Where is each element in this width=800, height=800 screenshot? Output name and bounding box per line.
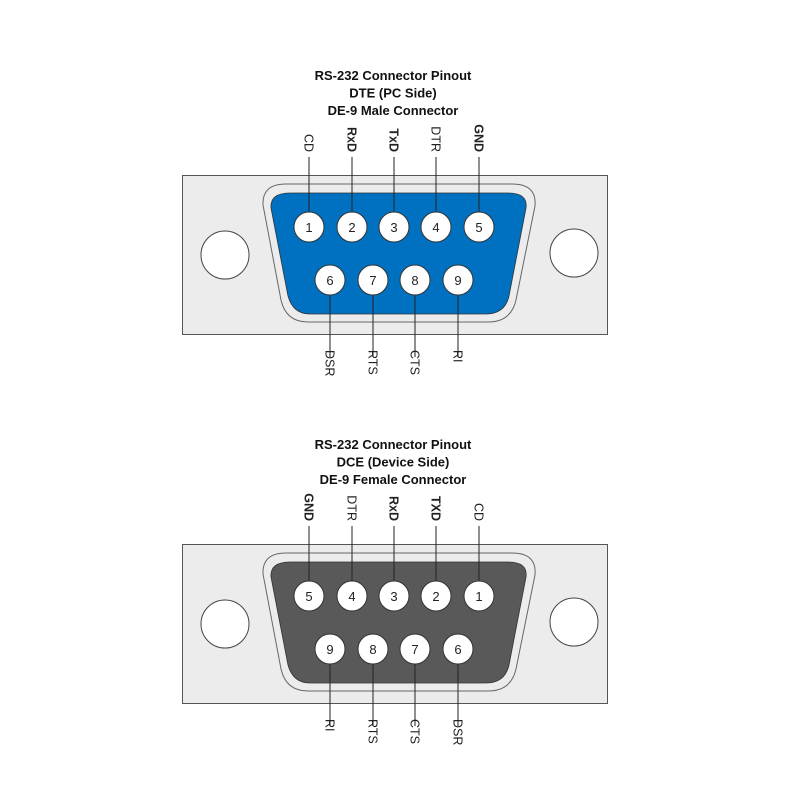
pin-number: 5: [305, 589, 312, 604]
pin-number: 4: [432, 220, 439, 235]
pin-2: [336, 211, 368, 243]
mounting-hole-right: [549, 228, 599, 278]
pin-number: 9: [326, 642, 333, 657]
pin-number: 7: [411, 642, 418, 657]
signal-label-ri: RI: [451, 350, 465, 363]
pin-3: [378, 580, 410, 612]
pin-number: 4: [348, 589, 355, 604]
signal-label-gnd: GND: [472, 124, 486, 152]
pin-9: [442, 264, 474, 296]
pin-4: [420, 211, 452, 243]
pin-1: [293, 211, 325, 243]
pin-7: [357, 264, 389, 296]
title-line: DTE (PC Side): [349, 86, 436, 101]
signal-label-dtr: DTR: [429, 126, 443, 152]
pin-8: [357, 633, 389, 665]
signal-label-txd: TXD: [429, 496, 443, 521]
pin-8: [399, 264, 431, 296]
title-line: DCE (Device Side): [337, 455, 450, 470]
pin-number: 3: [390, 220, 397, 235]
title-line: RS-232 Connector Pinout: [315, 437, 472, 452]
signal-label-dtr: DTR: [345, 495, 359, 521]
pin-number: 1: [475, 589, 482, 604]
pin-6: [314, 264, 346, 296]
mounting-hole-left: [200, 230, 250, 280]
pin-9: [314, 633, 346, 665]
mounting-hole-right: [549, 597, 599, 647]
pin-number: 8: [369, 642, 376, 657]
pin-5: [463, 211, 495, 243]
pin-3: [378, 211, 410, 243]
pin-6: [442, 633, 474, 665]
title-line: DE-9 Female Connector: [320, 472, 467, 487]
pin-number: 5: [475, 220, 482, 235]
signal-label-cd: CD: [472, 503, 486, 521]
pin-number: 3: [390, 589, 397, 604]
pin-1: [463, 580, 495, 612]
title-line: RS-232 Connector Pinout: [315, 68, 472, 83]
pin-number: 6: [326, 273, 333, 288]
mounting-hole-left: [200, 599, 250, 649]
signal-label-rts: RTS: [366, 350, 380, 375]
signal-label-ri: RI: [323, 719, 337, 732]
signal-label-rxd: RxD: [387, 496, 401, 521]
signal-label-rts: RTS: [366, 719, 380, 744]
signal-label-cts: CTS: [408, 350, 422, 375]
pin-number: 6: [454, 642, 461, 657]
pin-number: 8: [411, 273, 418, 288]
pin-number: 2: [432, 589, 439, 604]
signal-label-cd: CD: [302, 134, 316, 152]
signal-label-txd: TxD: [387, 128, 401, 152]
signal-label-dsr: DSR: [451, 719, 465, 745]
pin-5: [293, 580, 325, 612]
pin-7: [399, 633, 431, 665]
title-line: DE-9 Male Connector: [328, 103, 459, 118]
pin-number: 7: [369, 273, 376, 288]
signal-label-rxd: RxD: [345, 127, 359, 152]
pin-4: [336, 580, 368, 612]
pin-number: 9: [454, 273, 461, 288]
pin-2: [420, 580, 452, 612]
signal-label-dsr: DSR: [323, 350, 337, 376]
pin-number: 2: [348, 220, 355, 235]
signal-label-cts: CTS: [408, 719, 422, 744]
signal-label-gnd: GND: [302, 493, 316, 521]
pin-number: 1: [305, 220, 312, 235]
